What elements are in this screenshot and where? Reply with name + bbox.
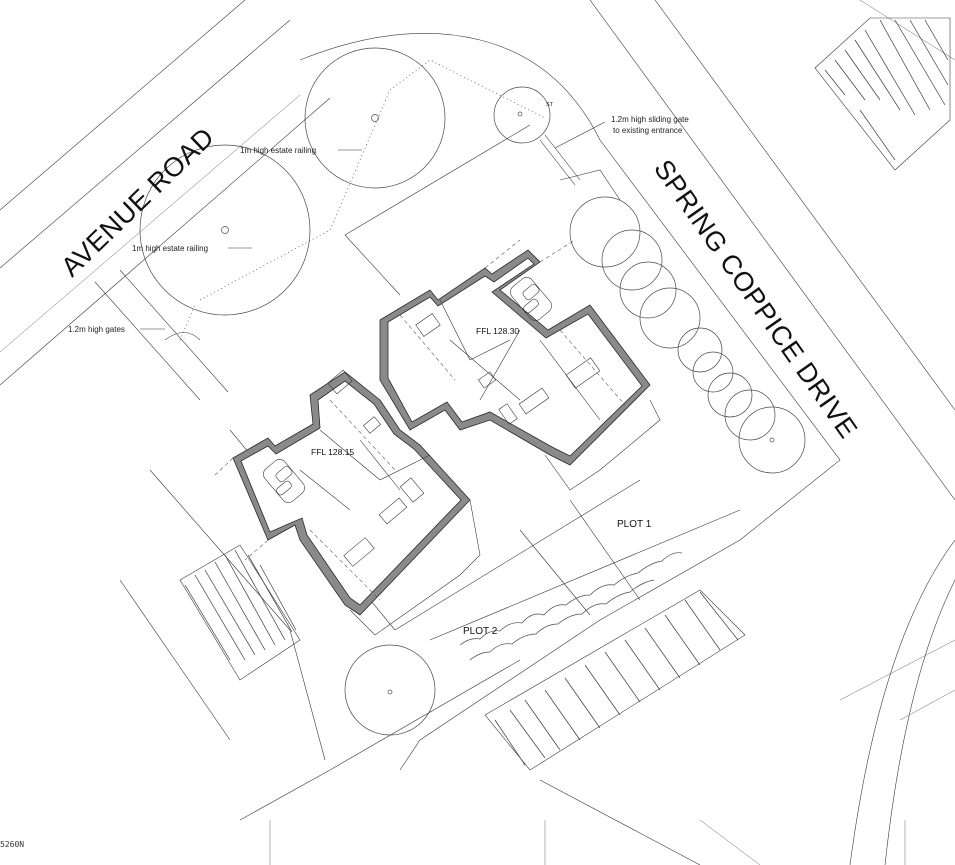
estate-railing	[179, 59, 546, 341]
spring-coppice-drive-label: SPRING COPPICE DRIVE	[648, 154, 863, 444]
spring-coppice-drive-edges	[589, 0, 955, 865]
plot1-label: PLOT 1	[617, 519, 652, 530]
site-boundary	[149, 33, 955, 865]
plot1-car-icon	[510, 277, 552, 321]
hedge	[459, 552, 683, 661]
st-marker: ST	[546, 102, 554, 108]
plot2-car-icon	[263, 459, 305, 503]
plot2-ffl-label: FFL 128.15	[311, 447, 354, 457]
avenue-road-label: AVENUE ROAD	[55, 122, 220, 283]
railing-upper-note: 1m high estate railing	[240, 146, 316, 155]
gates	[164, 134, 581, 341]
neighbour-building-south	[484, 589, 746, 865]
neighbour-building-south-west	[119, 544, 301, 741]
leader-lines	[140, 121, 606, 330]
trees	[139, 47, 806, 736]
sliding-gate-note-line1: 1.2m high sliding gate	[611, 115, 689, 124]
plot2-house	[232, 369, 481, 636]
plot2-label: PLOT 2	[463, 626, 498, 637]
driveways	[214, 239, 576, 561]
avenue-road-edges	[0, 0, 331, 401]
plot1-house	[379, 249, 661, 491]
neighbour-building-north-east	[814, 17, 951, 171]
sliding-gate-note-line2: to existing entrance	[613, 126, 683, 135]
plot1-ffl-label: FFL 128.30	[476, 326, 519, 336]
railing-lower-note: 1m high estate railing	[132, 244, 208, 253]
drawing-reference: 5260N	[0, 840, 24, 849]
gates-note: 1.2m high gates	[68, 325, 125, 334]
